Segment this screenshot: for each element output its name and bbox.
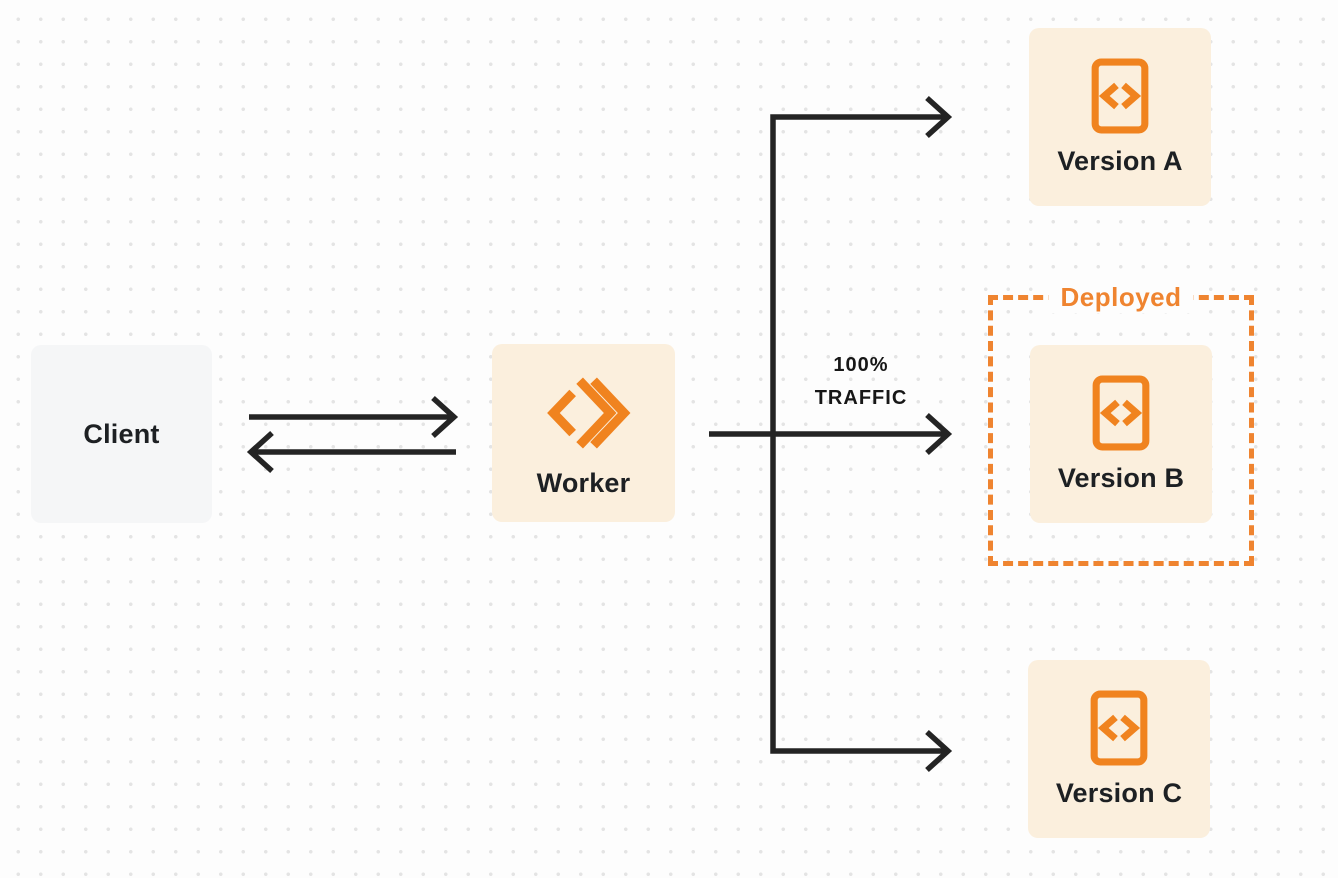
version-a-label: Version A [1057,145,1183,176]
version-c-label: Version C [1055,777,1183,808]
worker-label: Worker [536,467,631,498]
worker-node: Worker [492,344,675,522]
traffic-arrowhead-icon [925,412,953,456]
traffic-percent: 100% [833,354,889,376]
workers-chevron-icon [536,368,632,458]
code-file-icon [1090,690,1148,766]
worker-to-client-arrowhead-icon [246,430,274,474]
deployed-outline: Deployed [988,282,1254,566]
traffic-word: TRAFFIC [814,387,908,409]
branch-trunk-line [770,114,945,754]
code-file-icon [1092,375,1150,451]
version-a-arrowhead-icon [925,95,953,139]
version-b-label: Version B [1057,462,1185,493]
version-c-arrowhead-icon [925,729,953,773]
client-label: Client [83,418,160,449]
version-b-node: Version B [1030,345,1212,523]
traffic-label: 100% TRAFFIC [773,349,949,415]
deployed-label: Deployed [1048,282,1194,313]
code-file-icon [1091,58,1149,134]
version-c-node: Version C [1028,660,1210,838]
client-to-worker-arrowhead-icon [431,395,459,439]
client-node: Client [31,345,212,523]
version-a-node: Version A [1029,28,1211,206]
